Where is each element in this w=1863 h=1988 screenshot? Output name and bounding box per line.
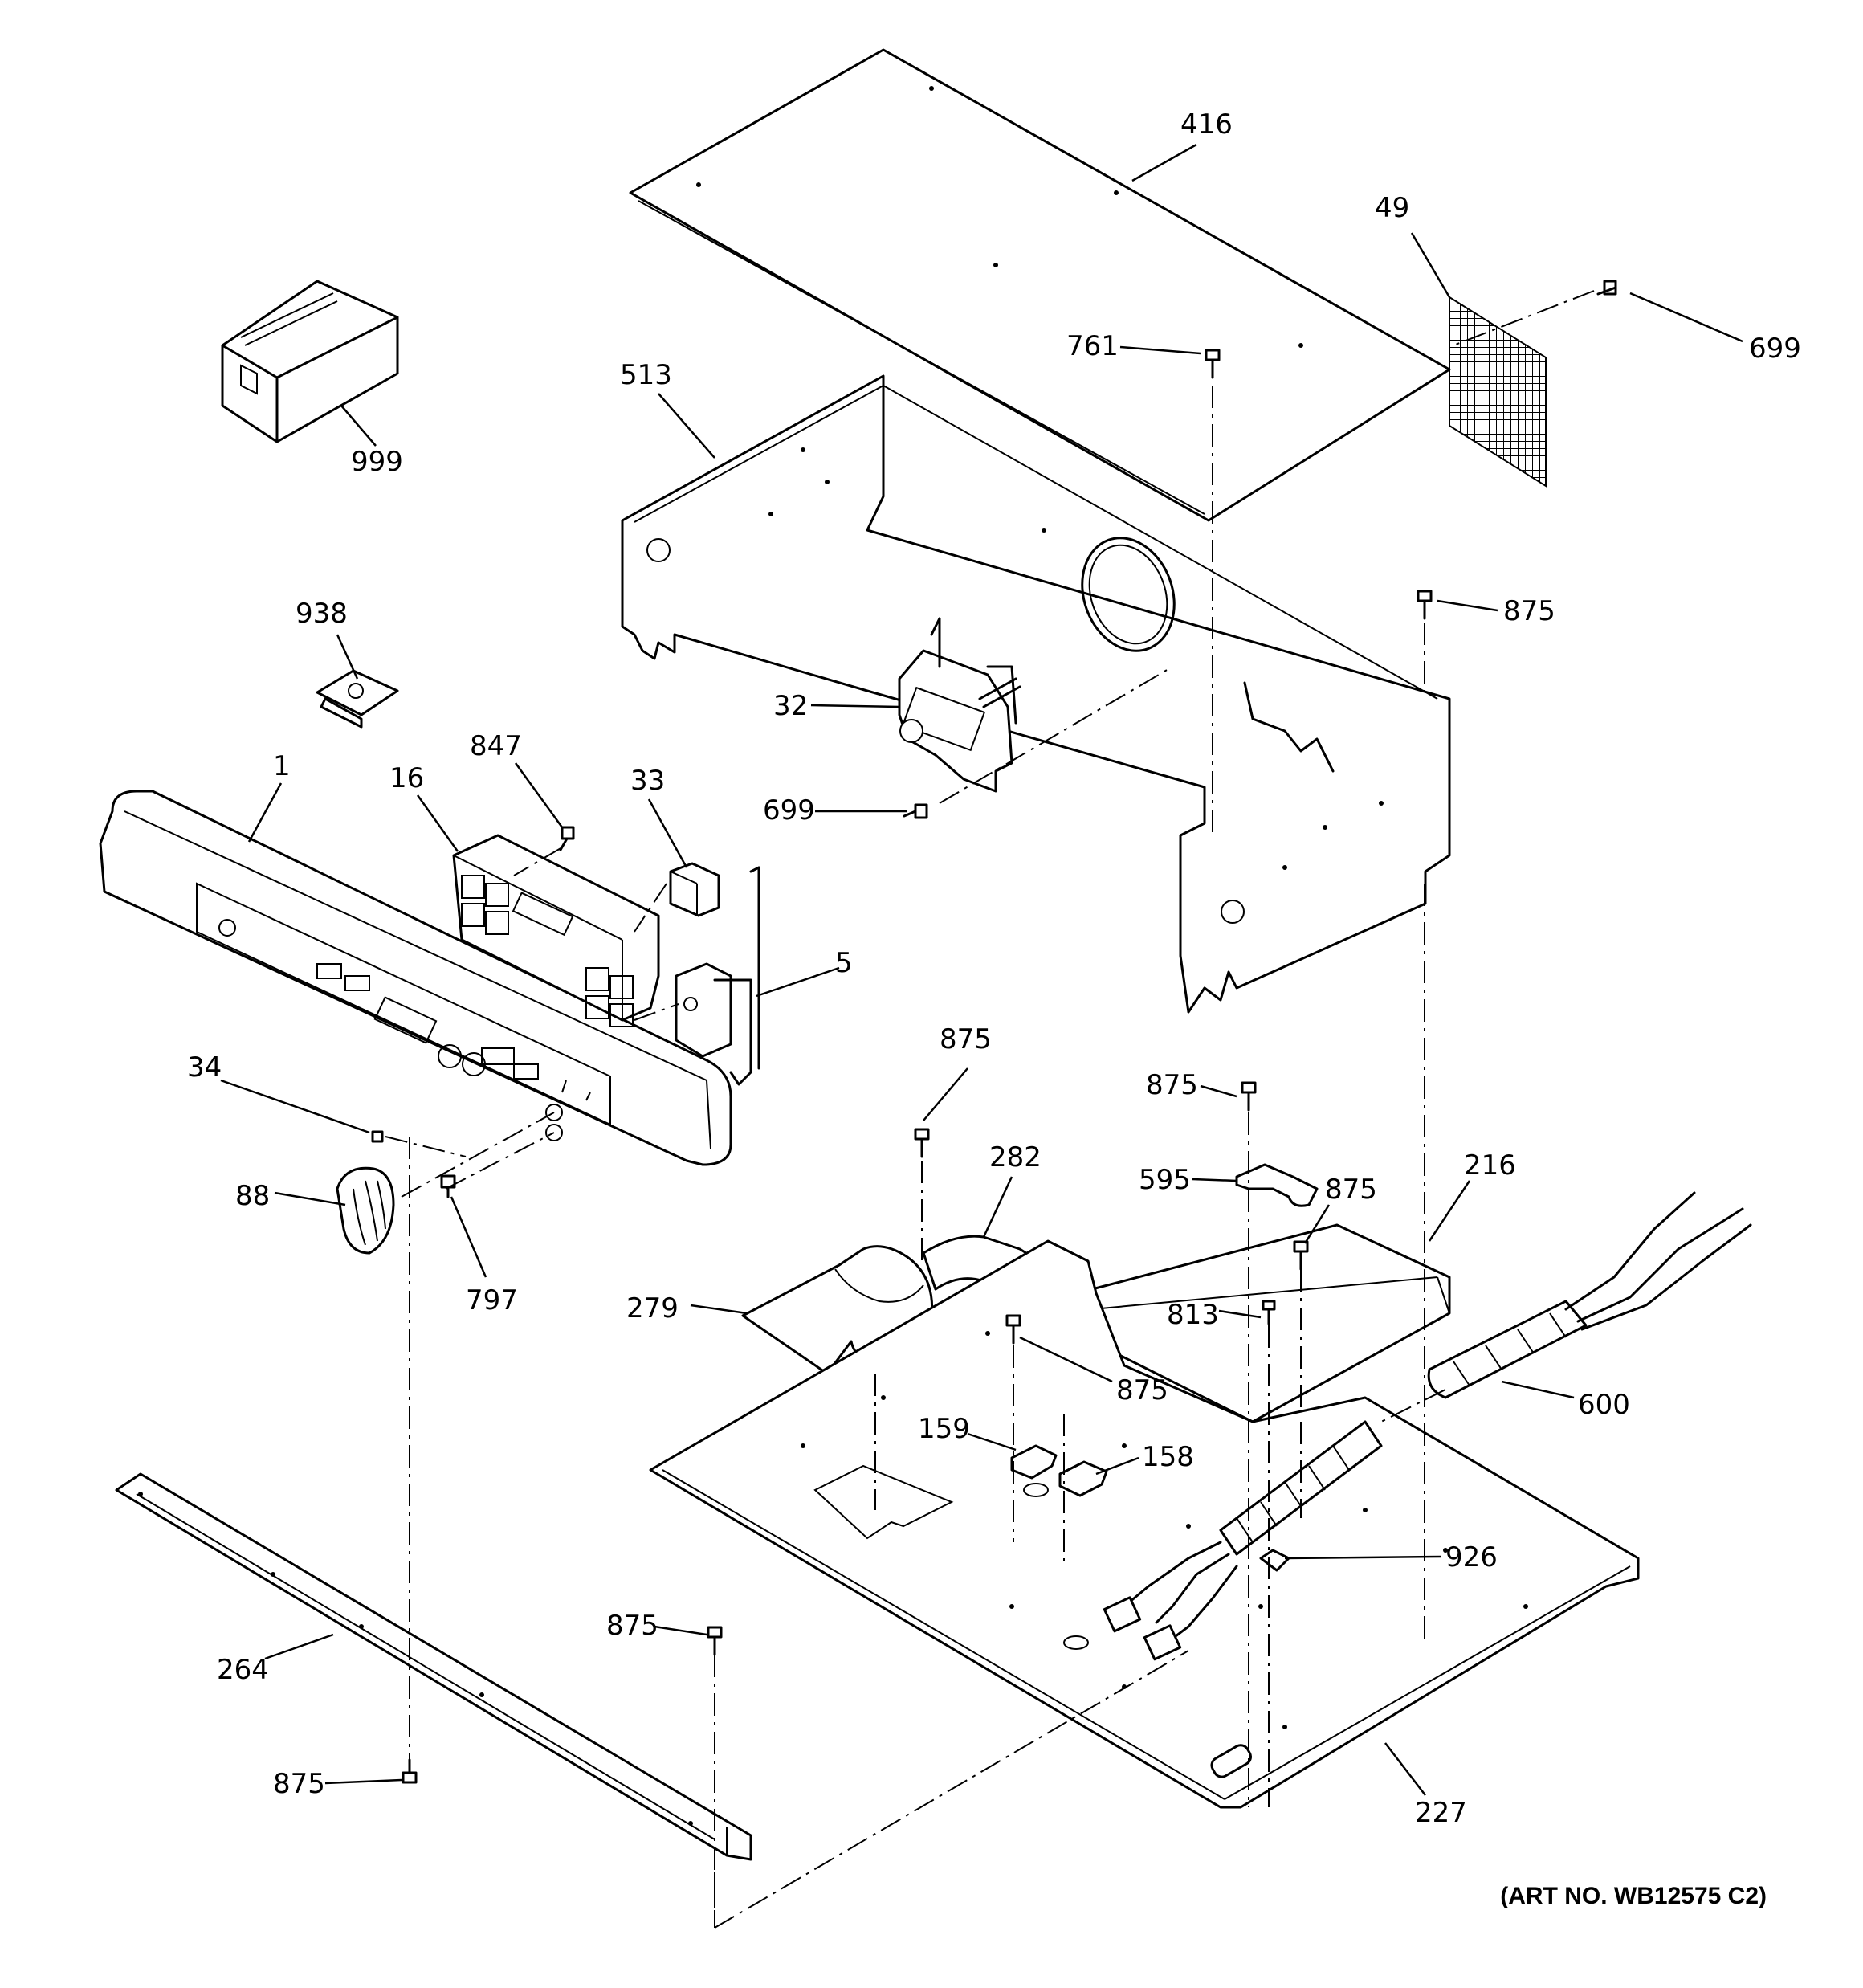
callout-999: 999 <box>351 446 403 478</box>
callout-5: 5 <box>835 947 853 979</box>
callout-282: 282 <box>989 1141 1042 1174</box>
callout-813: 813 <box>1167 1299 1219 1331</box>
callout-875: 875 <box>1116 1374 1168 1406</box>
screw-797 <box>440 1174 456 1198</box>
screw-875a <box>1417 590 1433 620</box>
callout-158: 158 <box>1142 1441 1194 1473</box>
part-595-strap <box>1235 1163 1319 1207</box>
callout-labels: 416 49 699 761 513 999 938 875 32 699 84… <box>187 108 1801 1909</box>
alignment-lines <box>385 290 1595 1929</box>
callout-279: 279 <box>626 1292 679 1325</box>
part-600-harness <box>1103 1191 1752 1661</box>
callout-32: 32 <box>773 690 808 722</box>
screw-761 <box>1205 349 1221 379</box>
screw-875b <box>914 1128 930 1158</box>
part-32-motor <box>898 617 1021 793</box>
callout-875: 875 <box>606 1610 658 1642</box>
screw-699a <box>1596 280 1617 296</box>
part-227-base-plate <box>649 1239 1640 1809</box>
screw-875f <box>707 1626 723 1656</box>
part-5-thermostat <box>675 866 760 1086</box>
callout-1: 1 <box>273 750 291 782</box>
callout-875: 875 <box>1325 1174 1377 1206</box>
screw-34 <box>371 1130 384 1143</box>
part-49-mesh-screen <box>1449 296 1547 488</box>
callout-88: 88 <box>235 1180 270 1212</box>
screw-875c <box>1241 1081 1257 1112</box>
callout-264: 264 <box>217 1654 269 1686</box>
screw-875e <box>1005 1314 1021 1345</box>
part-88-knob <box>336 1166 395 1255</box>
callout-761: 761 <box>1066 330 1119 362</box>
part-938-clip <box>316 669 399 729</box>
callout-699: 699 <box>1749 333 1801 365</box>
screw-875g <box>402 1758 418 1784</box>
callout-34: 34 <box>187 1051 222 1084</box>
screws <box>371 280 1617 1784</box>
callout-49: 49 <box>1375 192 1409 224</box>
callout-875: 875 <box>1503 595 1555 627</box>
part-999-box <box>221 280 399 443</box>
callout-216: 216 <box>1464 1149 1516 1182</box>
callout-513: 513 <box>620 359 672 391</box>
part-33-switch <box>669 862 720 917</box>
screw-875d <box>1293 1240 1309 1271</box>
callout-875: 875 <box>940 1023 992 1055</box>
callout-699: 699 <box>763 794 815 827</box>
art-number: (ART NO. WB12575 C2) <box>1500 1883 1767 1909</box>
callout-416: 416 <box>1180 108 1233 141</box>
callout-595: 595 <box>1139 1164 1191 1196</box>
callout-938: 938 <box>296 598 348 630</box>
callout-600: 600 <box>1578 1389 1630 1421</box>
screw-699b <box>903 803 928 819</box>
callout-926: 926 <box>1445 1541 1498 1574</box>
callout-227: 227 <box>1415 1797 1467 1829</box>
part-158-limit-switch <box>1058 1460 1108 1497</box>
screw-813 <box>1262 1300 1276 1325</box>
callout-159: 159 <box>918 1413 970 1445</box>
callout-875: 875 <box>1146 1069 1198 1101</box>
screw-847 <box>559 826 575 851</box>
callout-847: 847 <box>470 730 522 762</box>
callout-16: 16 <box>389 762 424 794</box>
part-1-control-panel <box>99 790 732 1166</box>
callout-797: 797 <box>466 1284 518 1316</box>
part-159-limit-switch <box>1010 1444 1058 1480</box>
part-264-rail <box>115 1472 752 1861</box>
callout-33: 33 <box>630 765 665 797</box>
leader-lines <box>220 143 1743 1796</box>
callout-875: 875 <box>273 1768 325 1800</box>
part-16-control-board <box>452 834 660 1027</box>
part-513-wrapper <box>621 374 1451 1014</box>
